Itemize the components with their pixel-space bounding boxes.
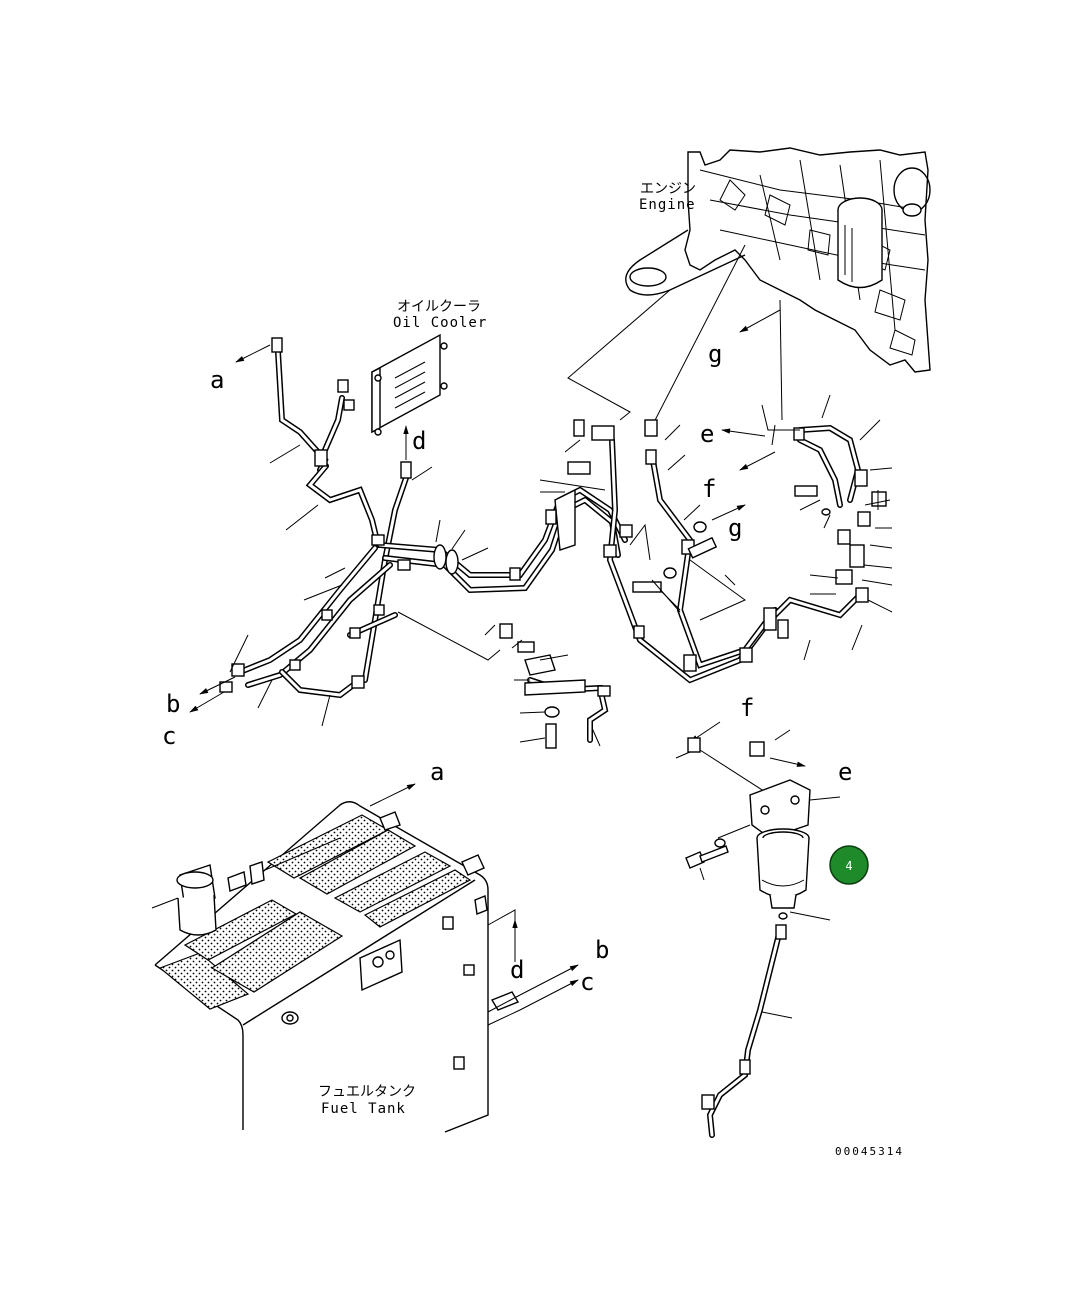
- engine-label-jp: エンジン: [640, 181, 696, 197]
- ref-e-upper: e: [700, 420, 714, 448]
- oil-cooler-label-jp: オイルクーラ: [397, 299, 481, 315]
- fittings: [219, 337, 887, 749]
- callout-circle[interactable]: [829, 845, 869, 885]
- leader-line: [779, 299, 783, 421]
- fuel-filter-assembly: f e: [675, 694, 852, 1138]
- engine-block: [625, 147, 931, 373]
- ref-a-lower: a: [430, 758, 444, 786]
- ref-b-lower: b: [595, 936, 609, 964]
- engine-label-en: Engine: [639, 197, 696, 213]
- callout-4[interactable]: 4: [829, 845, 869, 885]
- fuel-tank-label-jp: フュエルタンク: [318, 1084, 416, 1100]
- fuel-tank: [151, 801, 520, 1133]
- leader-lines: [229, 394, 893, 747]
- leader-line: [649, 244, 746, 431]
- ref-c-lower: c: [580, 968, 594, 996]
- oil-cooler: [371, 333, 448, 436]
- ref-g-middle: g: [728, 514, 742, 542]
- ref-f-upper: f: [702, 475, 716, 503]
- callout-number[interactable]: 4: [845, 859, 852, 873]
- leader-line: [567, 289, 671, 421]
- ref-g-engine: g: [708, 340, 722, 368]
- reference-arrows-lower: a d b c: [369, 758, 609, 1026]
- hose-routing: [237, 349, 863, 743]
- reference-arrows-upper: a d b c g e f g: [162, 309, 781, 750]
- oil-cooler-label-en: Oil Cooler: [393, 315, 487, 331]
- ref-a-upper: a: [210, 366, 224, 394]
- ref-e-lower: e: [838, 758, 852, 786]
- ref-b-upper: b: [166, 690, 180, 718]
- ref-f-lower: f: [740, 694, 754, 722]
- ref-d-upper: d: [412, 427, 426, 455]
- ref-c-upper: c: [162, 722, 176, 750]
- ref-d-lower: d: [510, 956, 524, 984]
- drawing-number: 00045314: [835, 1145, 904, 1158]
- fuel-tank-label-en: Fuel Tank: [321, 1101, 406, 1117]
